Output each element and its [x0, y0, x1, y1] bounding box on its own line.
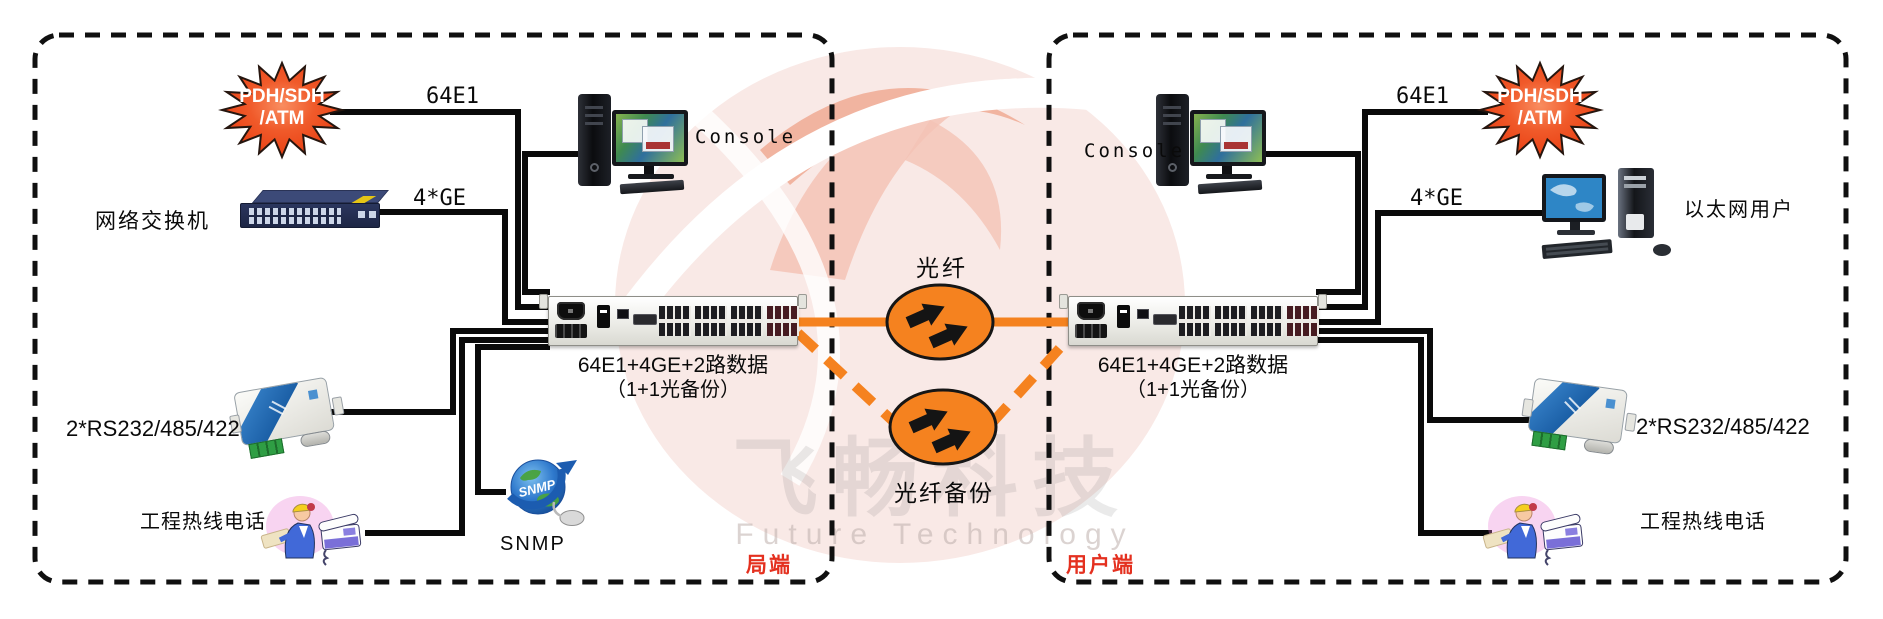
office-pdh-starburst-label: PDH/SDH/ATM	[239, 86, 325, 129]
user-console-computer-icon	[1156, 92, 1268, 200]
fiber-backup-line	[794, 329, 1073, 428]
user-serial-label: 2*RS232/485/422	[1636, 414, 1810, 439]
user-zone-label: 用户端	[1066, 554, 1135, 577]
office-multiplexer-device-icon	[539, 294, 807, 346]
office-ge-link-label: 4*GE	[413, 186, 466, 211]
terminal-block-icon	[555, 324, 587, 338]
rj45-port-group	[659, 306, 691, 336]
office-console-label: Console	[695, 126, 797, 148]
optical-module-icon	[1153, 314, 1177, 325]
fiber-main-label: 光纤	[916, 255, 968, 281]
network-switch-icon	[240, 186, 389, 236]
ethernet-user-label: 以太网用户	[1684, 199, 1794, 221]
power-inlet-icon	[557, 302, 585, 320]
office-zone-label: 局端	[746, 554, 792, 577]
rj45-port-group	[767, 306, 799, 336]
office-pdh-starburst-icon	[218, 60, 346, 160]
user-pdh-starburst-icon	[1476, 60, 1604, 160]
office-e1-link-label: 64E1	[426, 84, 479, 109]
snmp-globe-icon: SNMP	[507, 459, 585, 526]
rj45-port-group	[1179, 306, 1211, 336]
office-device-label-line1: 64E1+4GE+2路数据	[577, 354, 769, 377]
rack-ear	[1059, 294, 1068, 309]
fiber-backup-label: 光纤备份	[894, 480, 994, 506]
snmp-label: SNMP	[500, 533, 566, 555]
user-phone-label: 工程热线电话	[1640, 511, 1766, 533]
office-connector-lines	[328, 109, 584, 536]
user-ge-link-label: 4*GE	[1410, 186, 1463, 211]
office-console-computer-icon	[578, 92, 690, 200]
user-pdh-starburst-label: PDH/SDH/ATM	[1497, 86, 1583, 129]
office-serial-label: 2*RS232/485/422	[66, 416, 240, 441]
user-multiplexer-device-icon	[1059, 294, 1327, 346]
user-hotline-phone-icon	[1482, 496, 1584, 566]
power-inlet-icon	[1077, 302, 1105, 320]
user-serial-converter-icon	[1521, 369, 1637, 462]
user-e1-link-label: 64E1	[1396, 84, 1449, 109]
office-switch-label: 网络交换机	[95, 210, 210, 233]
mgmt-port-icon	[1137, 309, 1149, 319]
rack-ear	[539, 294, 548, 309]
office-phone-label: 工程热线电话	[140, 511, 266, 533]
rj45-port-group	[1215, 306, 1247, 336]
fiber-backup-ellipse-icon	[888, 388, 998, 466]
rack-ear	[798, 294, 807, 309]
user-device-label-line1: 64E1+4GE+2路数据	[1097, 354, 1289, 377]
office-zone-border	[32, 32, 835, 585]
user-connector-lines	[1266, 109, 1548, 536]
rj45-port-group	[731, 306, 763, 336]
power-switch-icon	[597, 305, 610, 328]
office-hotline-phone-icon	[260, 496, 362, 566]
user-device-label-line2: （1+1光备份）	[1126, 379, 1260, 401]
office-device-label-line2: （1+1光备份）	[606, 379, 740, 401]
rack-ear	[1318, 294, 1327, 309]
terminal-block-icon	[1075, 324, 1107, 338]
power-switch-icon	[1117, 305, 1130, 328]
fiber-main-ellipse-icon	[885, 283, 995, 361]
user-zone-border	[1046, 32, 1849, 585]
rj45-port-group	[1287, 306, 1319, 336]
optical-module-icon	[633, 314, 657, 325]
watermark-english-text: Future Technology	[735, 518, 1135, 551]
mgmt-port-icon	[617, 309, 629, 319]
ethernet-user-computer-icon	[1541, 168, 1671, 259]
rj45-port-group	[695, 306, 727, 336]
rj45-port-group	[1251, 306, 1283, 336]
user-console-label: Console	[1084, 140, 1186, 162]
